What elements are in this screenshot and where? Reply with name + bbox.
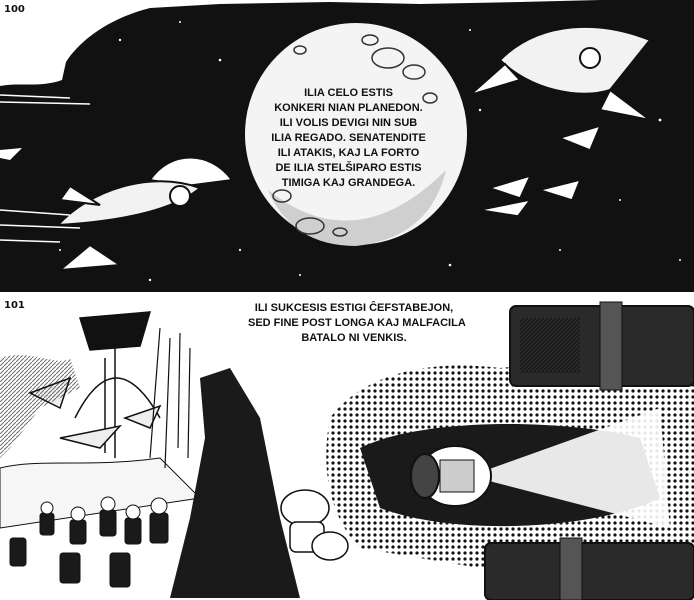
space-battle-illustration [0, 0, 694, 292]
space-capsule [410, 408, 670, 528]
left-rocket-ship [55, 156, 234, 272]
panel-number-101: 101 [4, 300, 25, 311]
planet [243, 21, 469, 247]
explosion-debris [170, 368, 300, 598]
right-rocket-ship [469, 25, 652, 121]
caption-line: ILI VOLIS DEVIGI NIN SUB [279, 117, 418, 129]
soldiers [9, 496, 169, 588]
caption-line: ILI ATAKIS, KAJ LA FORTO [277, 147, 420, 159]
caption-line: DE ILIA STELŠIPARO ESTIS [275, 162, 422, 174]
floating-astronaut [280, 489, 349, 561]
cannon-barrel-top [509, 301, 694, 391]
caption-line: ILIA CELO ESTIS [304, 87, 393, 99]
cannon-barrel-bottom [484, 537, 694, 600]
caption-line: TIMIGA KAJ GRANDEGA. [281, 177, 416, 189]
panel-number-100: 100 [4, 4, 25, 15]
rocky-terrain [0, 355, 80, 458]
caption-line: ILI SUKCESIS ESTIGI ĈEFSTABEJON, [254, 302, 454, 314]
stars [59, 21, 681, 282]
ground-battle-illustration [0, 301, 694, 600]
caption-line: KONKERI NIAN PLANEDON. [274, 102, 423, 114]
comic-panel-101: 101 ILI SUKCESIS ESTIGI ĈEFSTABEJON, SED… [0, 298, 694, 600]
engine-exhaust-streaks [0, 94, 91, 243]
caption-line: ILIA REGADO. SENATENDITE [271, 132, 426, 144]
caption-line: SED FINE POST LONGA KAJ MALFACILA [248, 317, 466, 329]
caption-line: BATALO NI VENKIS. [301, 332, 407, 344]
caption-panel-100: ILIA CELO ESTIS KONKERI NIAN PLANEDON. I… [246, 86, 451, 191]
caption-panel-101: ILI SUKCESIS ESTIGI ĈEFSTABEJON, SED FIN… [246, 300, 466, 347]
small-rocket-ships [479, 124, 602, 217]
speed-lines [149, 327, 191, 469]
comic-panel-100: 100 ILIA CELO ESTIS KONKERI NIAN PLANEDO… [0, 0, 694, 292]
